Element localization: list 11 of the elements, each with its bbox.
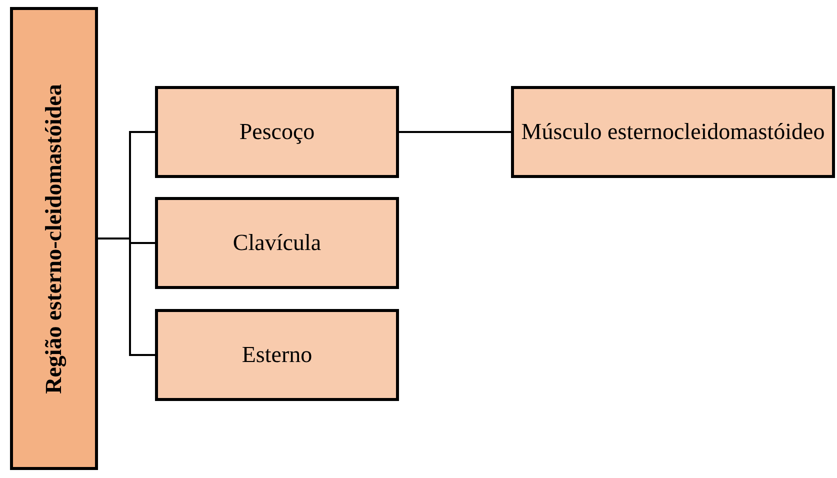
node-label: Esterno — [242, 342, 312, 368]
category-box — [10, 7, 98, 470]
connector-line — [399, 131, 511, 133]
process-box — [511, 86, 835, 178]
node-label: Músculo esternocleidomastóideo — [521, 119, 825, 145]
node-label: Clavícula — [232, 230, 322, 256]
process-box — [155, 309, 399, 401]
node-label: Pescoço — [239, 119, 315, 145]
process-box — [155, 86, 399, 178]
process-box — [155, 197, 399, 289]
node-label: Região esterno-cleidomastóidea — [41, 84, 67, 394]
